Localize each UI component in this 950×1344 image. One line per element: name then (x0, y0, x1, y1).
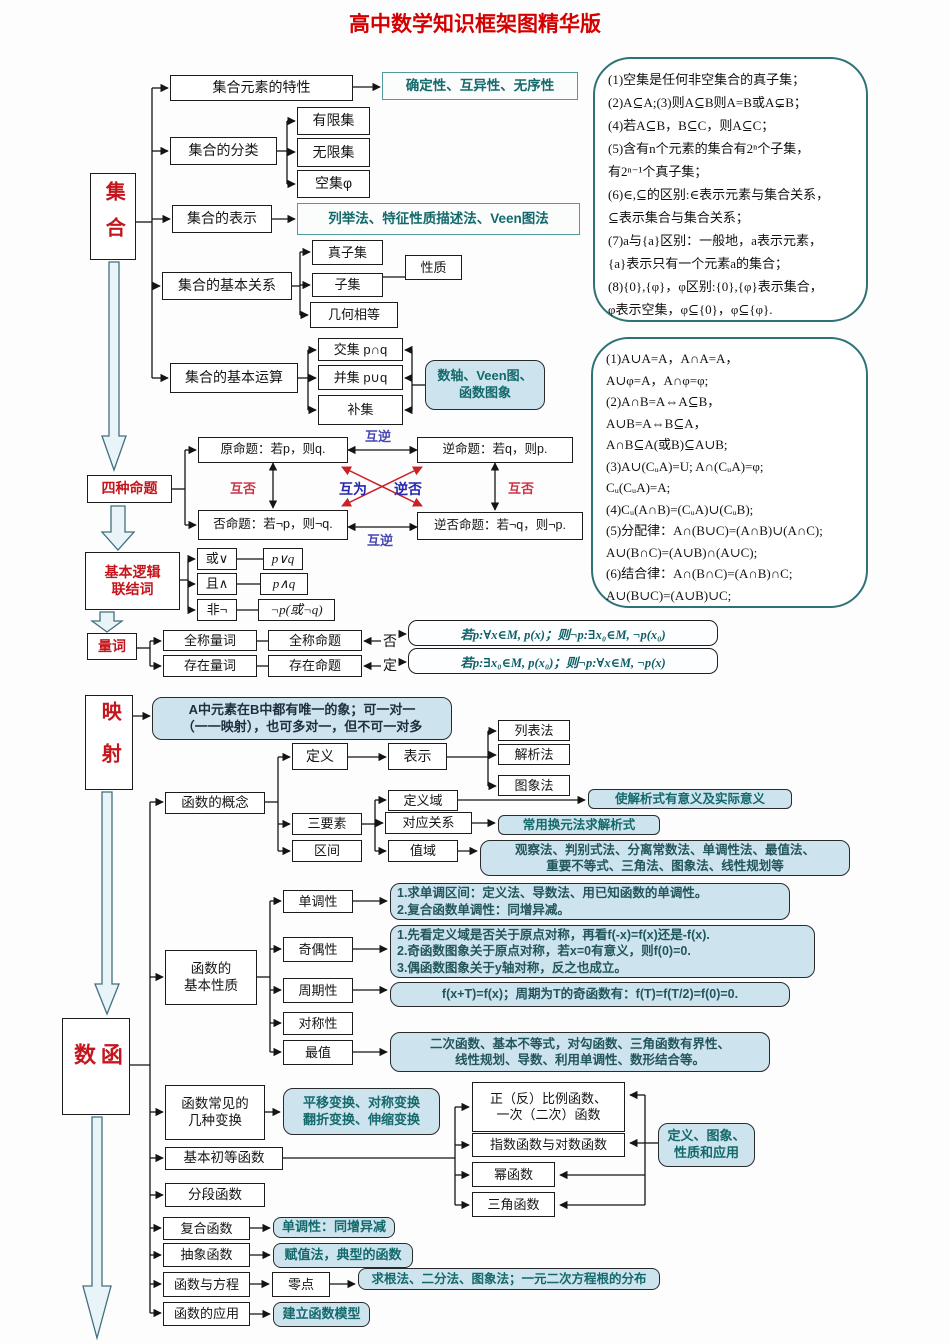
node-elementary-functions: 基本初等函数 (165, 1147, 283, 1170)
node-set-classification: 集合的分类 (170, 137, 277, 165)
note-monotonicity: 1.求单调区间：定义法、导数法、用已知函数的单调性。 2.复合函数单调性：同增异… (390, 883, 790, 920)
node-interval: 区间 (292, 840, 362, 862)
node-list-method: 列表法 (498, 720, 570, 741)
label-mutual-converse-bottom: 互逆 (367, 533, 394, 548)
node-intersection: 交集 p∩q (318, 338, 403, 361)
note-elementary-study: 定义、图象、 性质和应用 (658, 1123, 755, 1167)
label-mutual-negation-left: 互否 (230, 481, 257, 496)
node-original-proposition: 原命题：若p，则q. (198, 437, 348, 463)
node-union: 并集 p∪q (318, 365, 403, 390)
node-existential-quantifier: 存在量词 (163, 655, 257, 677)
node-and-formula: p∧q (260, 573, 308, 595)
note-composite: 单调性：同增异减 (273, 1217, 395, 1238)
node-set-equal: 几何相等 (310, 302, 398, 328)
node-extremum: 最值 (283, 1040, 353, 1065)
note-set-traits: 确定性、互异性、无序性 (382, 72, 578, 100)
node-three-elements: 三要素 (292, 813, 362, 835)
spine-mapping: 映射 (85, 695, 133, 790)
note-application: 建立函数模型 (273, 1302, 370, 1327)
spine-four-propositions: 四种命题 (87, 475, 172, 503)
node-not: 非¬ (197, 599, 237, 621)
note-parity: 1.先看定义域是否关于原点对称，再看f(-x)=f(x)还是-f(x). 2.奇… (390, 925, 815, 978)
node-function-application: 函数的应用 (163, 1302, 250, 1326)
page-title: 高中数学知识框架图精华版 (349, 12, 601, 36)
node-or: 或∨ (197, 548, 237, 570)
node-graph-method: 图象法 (498, 775, 570, 796)
node-proper-subset: 真子集 (312, 240, 383, 265)
node-monotonicity: 单调性 (283, 890, 353, 913)
note-correspondence-method: 常用换元法求解析式 (498, 815, 660, 835)
node-definition: 定义 (292, 743, 348, 770)
label-mutual-contrapositive-left: 互为 (339, 481, 367, 497)
note-periodicity: f(x+T)=f(x)；周期为T的奇函数有：f(T)=f(T/2)=f(0)=0… (390, 982, 790, 1007)
node-common-transforms: 函数常见的 几种变换 (165, 1085, 265, 1140)
node-empty-set: 空集φ (297, 170, 370, 198)
node-symmetry: 对称性 (283, 1012, 353, 1035)
node-function-concept: 函数的概念 (165, 792, 265, 814)
node-set-representation: 集合的表示 (172, 205, 272, 233)
node-composite-function: 复合函数 (163, 1217, 250, 1240)
label-negate-bottom: 定 (383, 657, 397, 673)
note-domain-meaning: 使解析式有意义及实际意义 (588, 789, 792, 809)
node-converse-proposition: 逆命题：若q，则p. (417, 437, 573, 463)
note-mapping-definition: A中元素在B中都有唯一的象；可一对一 （一一映射），也可多对一，但不可一对多 (152, 697, 452, 740)
node-existential-proposition: 存在命题 (268, 655, 362, 677)
panel-operation-laws: (1)A∪A=A，A∩A=A， A∪φ=A，A∩φ=φ; (2)A∩B=A⇔A⊆… (591, 337, 868, 608)
node-not-formula: ¬p(或¬q) (258, 599, 335, 621)
node-and: 且∧ (197, 573, 237, 595)
node-infinite-set: 无限集 (297, 138, 370, 167)
label-mutual-negation-right: 互否 (508, 481, 535, 496)
node-analytic-method: 解析法 (498, 744, 570, 765)
node-contrapositive-proposition: 逆否命题：若¬q，则¬p. (417, 512, 583, 540)
label-mutual-converse-top: 互逆 (365, 429, 392, 444)
note-transforms: 平移变换、对称变换 翻折变换、伸缩变换 (283, 1088, 440, 1135)
note-set-representation: 列举法、特征性质描述法、Veen图法 (297, 203, 580, 235)
node-set-element-traits: 集合元素的特性 (170, 75, 353, 101)
node-trig-function: 三角函数 (472, 1192, 555, 1217)
node-representation: 表示 (388, 743, 447, 770)
node-basic-properties: 函数的 基本性质 (165, 950, 257, 1005)
node-universal-quantifier: 全称量词 (163, 630, 257, 651)
formula-existential-negation: 若p:∃x₀∈M, p(x₀)；则¬p:∀x∈M, ¬p(x) (408, 648, 718, 674)
node-power-function: 幂函数 (472, 1162, 555, 1187)
node-zero-point: 零点 (272, 1272, 330, 1297)
note-abstract: 赋值法，典型的函数 (273, 1243, 413, 1268)
node-proportional-functions: 正（反）比例函数、 一次（二次）函数 (472, 1082, 625, 1132)
node-correspondence: 对应关系 (385, 812, 472, 834)
formula-universal-negation: 若p:∀x∈M, p(x)；则¬p:∃x₀∈M, ¬p(x₀) (408, 620, 718, 646)
node-subset: 子集 (312, 273, 383, 297)
node-range: 值域 (388, 840, 458, 862)
note-operations-methods: 数轴、Veen图、 函数图象 (425, 360, 545, 410)
node-basic-relations: 集合的基本关系 (162, 272, 292, 300)
node-or-formula: p∨q (263, 548, 303, 570)
label-negate-top: 否 (383, 633, 397, 649)
node-complement: 补集 (318, 395, 403, 425)
node-function-equation: 函数与方程 (163, 1272, 250, 1297)
node-domain: 定义域 (388, 790, 458, 811)
node-basic-operations: 集合的基本运算 (170, 363, 298, 393)
spine-quantifiers: 量词 (87, 633, 137, 660)
node-abstract-function: 抽象函数 (163, 1243, 250, 1267)
note-extremum: 二次函数、基本不等式，对勾函数、三角函数有界性、 线性规划、导数、利用单调性、数… (390, 1032, 770, 1072)
node-finite-set: 有限集 (297, 107, 370, 135)
node-parity: 奇偶性 (283, 937, 353, 962)
note-range-methods: 观察法、判别式法、分离常数法、单调性法、最值法、 重要不等式、三角法、图象法、线… (480, 840, 850, 876)
node-piecewise-function: 分段函数 (165, 1183, 265, 1207)
node-subset-property: 性质 (405, 255, 462, 280)
label-mutual-contrapositive-right: 逆否 (394, 481, 422, 497)
node-periodicity: 周期性 (283, 978, 353, 1003)
spine-function: 函数 (62, 1018, 130, 1115)
note-zero-methods: 求根法、二分法、图象法；一元二次方程根的分布 (358, 1268, 660, 1290)
node-exp-log-functions: 指数函数与对数函数 (472, 1133, 625, 1157)
panel-subset-rules: (1)空集是任何非空集合的真子集； (2)A⊆A;(3)则A⊆B则A=B或A⊊B… (593, 57, 868, 322)
node-universal-proposition: 全称命题 (268, 630, 362, 651)
node-negative-proposition: 否命题：若¬p，则¬q. (198, 510, 348, 540)
spine-set: 集合 (90, 173, 136, 260)
spine-logic-connectives: 基本逻辑 联结词 (85, 552, 180, 610)
